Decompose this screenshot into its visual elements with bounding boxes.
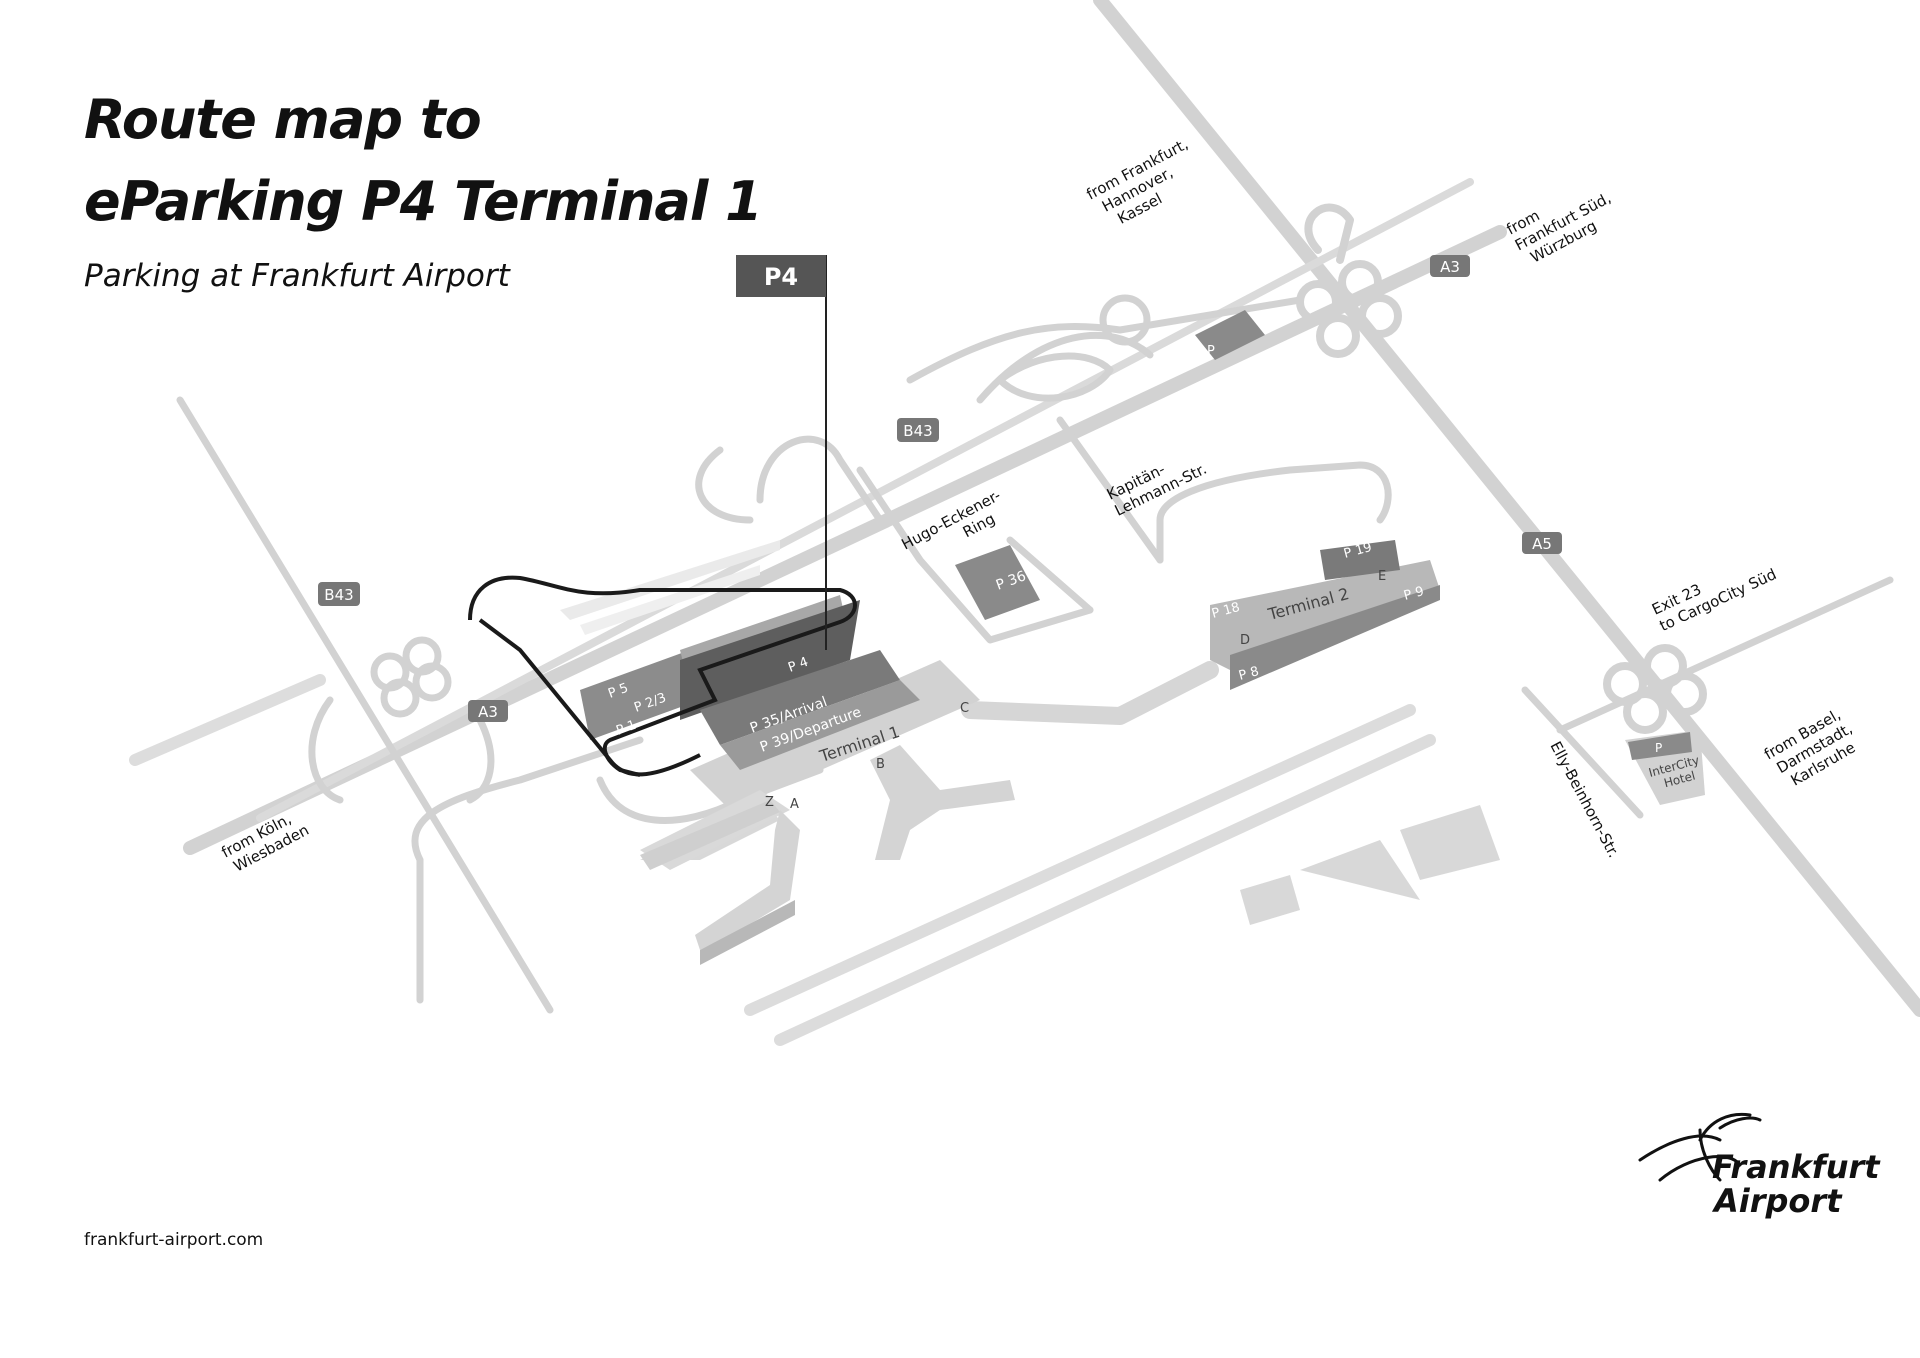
- label-pier-c: C: [960, 701, 969, 716]
- frankfurt-airport-logo-mark: [1638, 1112, 1762, 1182]
- label-p5: P 5: [606, 681, 630, 702]
- sign-a3-right: A3: [1430, 255, 1470, 277]
- page-subtitle: Parking at Frankfurt Airport: [84, 258, 510, 294]
- p4-flag-label: P4: [764, 263, 798, 291]
- kapitan-loop: [1156, 461, 1392, 564]
- hugo-eckener-ring: [856, 466, 1094, 644]
- t1-approach-west: [695, 446, 754, 524]
- frankfurt-airport-logo: Frankfurt Airport: [1712, 1150, 1880, 1218]
- parking-north-block: [1195, 310, 1265, 360]
- label-pier-e: E: [1378, 569, 1386, 584]
- website-link[interactable]: frankfurt-airport.com: [84, 1230, 264, 1250]
- label-pier-a: A: [790, 797, 799, 812]
- kapitan-road: [1056, 416, 1164, 564]
- p4-flag: [736, 255, 826, 297]
- a5-motorway: [1093, 0, 1920, 1017]
- interchange-west: [308, 636, 495, 804]
- logo-line1: Frankfurt: [1712, 1148, 1880, 1186]
- b43-loop-outer: [976, 332, 1154, 404]
- svg-text:A3: A3: [1440, 258, 1460, 276]
- logo-line2: Airport: [1714, 1182, 1842, 1220]
- b43-loop: [996, 352, 1114, 402]
- label-p18: P 18: [1210, 600, 1241, 622]
- runway-south-2: [774, 734, 1436, 1046]
- label-p4: P 4: [786, 655, 810, 676]
- runway-west: [129, 674, 326, 766]
- label-from-north: from Frankfurt, Hannover, Kassel: [1083, 135, 1191, 228]
- sign-a5: A5: [1522, 532, 1562, 554]
- sign-a3-left: A3: [468, 700, 508, 722]
- t1-approach-north: [756, 435, 884, 524]
- svg-text:A5: A5: [1532, 535, 1552, 553]
- road-p36: [1006, 536, 1094, 614]
- label-p19: P 19: [1342, 540, 1373, 562]
- page-title-line1: Route map to: [84, 88, 482, 151]
- intercity-hotel-block: [1625, 730, 1705, 805]
- label-exit-23: Exit 23 to CargoCity Süd: [1649, 565, 1779, 635]
- cargocity-road: [1556, 576, 1894, 734]
- label-p-north: P: [1207, 344, 1215, 359]
- svg-text:B43: B43: [903, 422, 932, 440]
- label-p-hotel: P: [1655, 741, 1662, 755]
- route-to-p4-loop: [478, 618, 701, 777]
- t1-approach-south: [411, 736, 644, 864]
- label-p9: P 9: [1402, 584, 1425, 604]
- runway-south-1: [744, 704, 1416, 1016]
- cargo-area: [1240, 805, 1500, 925]
- p36-block: [955, 545, 1040, 620]
- label-kapitan-lehmann: Kapitän- Lehmann-Str.: [1104, 460, 1210, 520]
- label-from-east: from Frankfurt Süd, Würzburg: [1503, 189, 1614, 267]
- a3-motorway: [183, 225, 1507, 855]
- label-pier-z: Z: [765, 795, 774, 810]
- b43-road-left: [176, 396, 554, 1014]
- route-to-p4: [468, 575, 857, 777]
- page-title-line2: eParking P4 Terminal 1: [84, 170, 763, 233]
- label-pier-d: D: [1240, 633, 1250, 648]
- svg-text:A3: A3: [478, 703, 498, 721]
- sign-b43-left: B43: [318, 582, 360, 606]
- label-from-south: from Basel, Darmstadt, Karlsruhe: [1761, 705, 1858, 789]
- terminal-2-building: [1210, 540, 1440, 690]
- sign-b43-right: B43: [897, 418, 939, 442]
- label-pier-b: B: [876, 757, 885, 772]
- svg-text:B43: B43: [324, 586, 353, 604]
- elly-beinhorn-road: [1521, 686, 1644, 819]
- label-p17: P 17: [1272, 567, 1303, 589]
- interchange-north: [1296, 203, 1402, 358]
- t1-t2-connector: [961, 661, 1219, 725]
- label-p1: P 1: [614, 718, 638, 739]
- b43-roundabout: [1099, 294, 1151, 346]
- label-p8: P 8: [1237, 664, 1260, 684]
